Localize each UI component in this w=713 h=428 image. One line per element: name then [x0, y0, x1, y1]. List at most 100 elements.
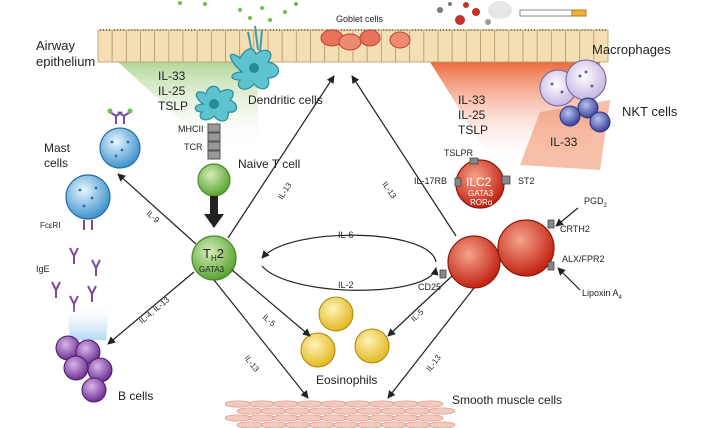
smooth-muscle-fiber — [272, 400, 300, 408]
nkt-il33-label: IL-33 — [550, 135, 578, 149]
tslpr-label: TSLPR — [444, 148, 474, 158]
smooth-muscle-fiber — [392, 414, 420, 422]
smooth-muscle-fiber — [404, 421, 432, 428]
epithelial-cell — [423, 29, 439, 63]
epithelial-cell — [281, 29, 297, 63]
nkt-cells-label: NKT cells — [622, 104, 678, 119]
edge-il5-left-label: IL-5 — [261, 313, 278, 329]
smooth-muscle-fiber — [284, 421, 312, 428]
smooth-muscle-fiber — [272, 414, 300, 422]
right-cytokine-2: IL-25 — [458, 108, 486, 122]
edge-il2-label: IL-2 — [338, 280, 354, 290]
epithelial-cell — [565, 29, 581, 63]
ilc2-gata3-label: GATA3 — [468, 189, 494, 198]
epithelial-cell — [409, 29, 425, 63]
naive-to-th2-arrow — [210, 196, 218, 216]
smooth-muscle-fiber — [332, 421, 360, 428]
dendritic-cells-label: Dendritic cells — [248, 93, 323, 107]
ilc2-label: ILC2 — [466, 175, 492, 189]
eosinophils-label: Eosinophils — [316, 373, 377, 387]
edge-il13-down-left-label: IL-13 — [242, 354, 261, 374]
smooth-muscle-fiber — [224, 400, 252, 408]
smooth-muscle-fiber — [236, 421, 264, 428]
smooth-muscle-fiber — [224, 414, 252, 422]
smooth-muscle-fiber — [260, 421, 288, 428]
epithelial-cell — [97, 29, 113, 63]
fceri-label: FcεRI — [40, 221, 60, 230]
lipoxin-label: Lipoxin A4 — [582, 288, 623, 301]
pathway-arrows — [107, 75, 581, 399]
smooth-muscle-fiber — [428, 407, 456, 415]
mast-cells-label-2: cells — [44, 156, 68, 170]
epithelial-cell — [111, 29, 127, 63]
smooth-muscle-fiber — [416, 400, 444, 408]
epithelial-cell — [437, 29, 453, 63]
smooth-muscle-fiber — [368, 414, 396, 422]
ilc2-cells — [447, 159, 555, 289]
smooth-muscle-fiber — [416, 414, 444, 422]
ilc2-ror-label: RORα — [470, 198, 493, 207]
smooth-muscle-fiber — [332, 407, 360, 415]
left-cytokine-1: IL-33 — [158, 69, 186, 83]
ige-cone — [66, 302, 110, 340]
smooth-muscle-fiber — [308, 421, 336, 428]
edge-il13-up-left-label: IL-13 — [276, 180, 294, 201]
ige-label: IgE — [36, 264, 50, 274]
ilc2-receptors — [439, 157, 555, 279]
edge-il5-right-label: IL-5 — [409, 307, 426, 323]
smooth-muscle-label: Smooth muscle cells — [452, 393, 562, 407]
smooth-muscle-fiber — [284, 407, 312, 415]
edge-il13-up-right-label: IL-13 — [380, 180, 398, 201]
epithelial-cell — [451, 29, 467, 63]
edge-il6-label: IL-6 — [338, 230, 354, 240]
epithelial-cell — [154, 29, 170, 63]
epithelial-cell — [168, 29, 184, 63]
smooth-muscle-fiber — [296, 400, 324, 408]
goblet-cells — [320, 29, 411, 51]
smooth-muscle-fiber — [308, 407, 336, 415]
epithelial-cell — [140, 29, 156, 63]
il17rb-label: IL-17RB — [414, 176, 447, 186]
ige-antibodies — [51, 247, 101, 312]
epithelial-cell — [295, 29, 311, 63]
smooth-muscle-fiber — [356, 421, 384, 428]
epithelial-cell — [536, 29, 552, 63]
nkt-cells — [559, 97, 611, 133]
mast-cells — [65, 108, 141, 230]
smooth-muscle-fiber — [380, 407, 408, 415]
th2-gata3-label: GATA3 — [199, 265, 225, 274]
airway-epithelium-label-2: epithelium — [36, 54, 95, 69]
epithelial-cell — [210, 29, 226, 63]
b-cells-cluster — [55, 335, 113, 403]
b-cells-label: B cells — [118, 389, 153, 403]
airway-epithelium-label-1: Airway — [36, 38, 76, 53]
smooth-muscle-fiber — [344, 400, 372, 408]
naive-t-cell-label: Naive T cell — [238, 157, 300, 171]
smooth-muscle-cells — [224, 400, 456, 428]
epithelial-cell — [494, 29, 510, 63]
right-cytokine-1: IL-33 — [458, 93, 486, 107]
th2-label: TH2 — [203, 246, 224, 263]
epithelial-cell — [480, 29, 496, 63]
naive-t-cell — [197, 163, 231, 197]
pgd2-label: PGD2 — [584, 196, 608, 209]
cigarette-icon — [519, 9, 587, 17]
macrophages-label: Macrophages — [592, 42, 671, 57]
allergen-particles — [178, 1, 512, 25]
crth2-label: CRTH2 — [560, 224, 590, 234]
dendritic-cell — [194, 25, 280, 122]
right-cytokine-3: TSLP — [458, 123, 488, 137]
macrophages — [539, 59, 607, 107]
smooth-muscle-fiber — [344, 414, 372, 422]
mhcii-label: MHCII — [178, 124, 204, 134]
eosinophils-cluster — [300, 296, 390, 368]
smooth-muscle-fiber — [320, 400, 348, 408]
smooth-muscle-fiber — [368, 400, 396, 408]
smooth-muscle-fiber — [260, 407, 288, 415]
alx-label: ALX/FPR2 — [562, 254, 605, 264]
epithelial-cell — [593, 29, 609, 63]
left-cytokine-2: IL-25 — [158, 84, 186, 98]
smooth-muscle-fiber — [320, 414, 348, 422]
mast-cells-label-1: Mast — [44, 141, 71, 155]
smooth-muscle-fiber — [380, 421, 408, 428]
